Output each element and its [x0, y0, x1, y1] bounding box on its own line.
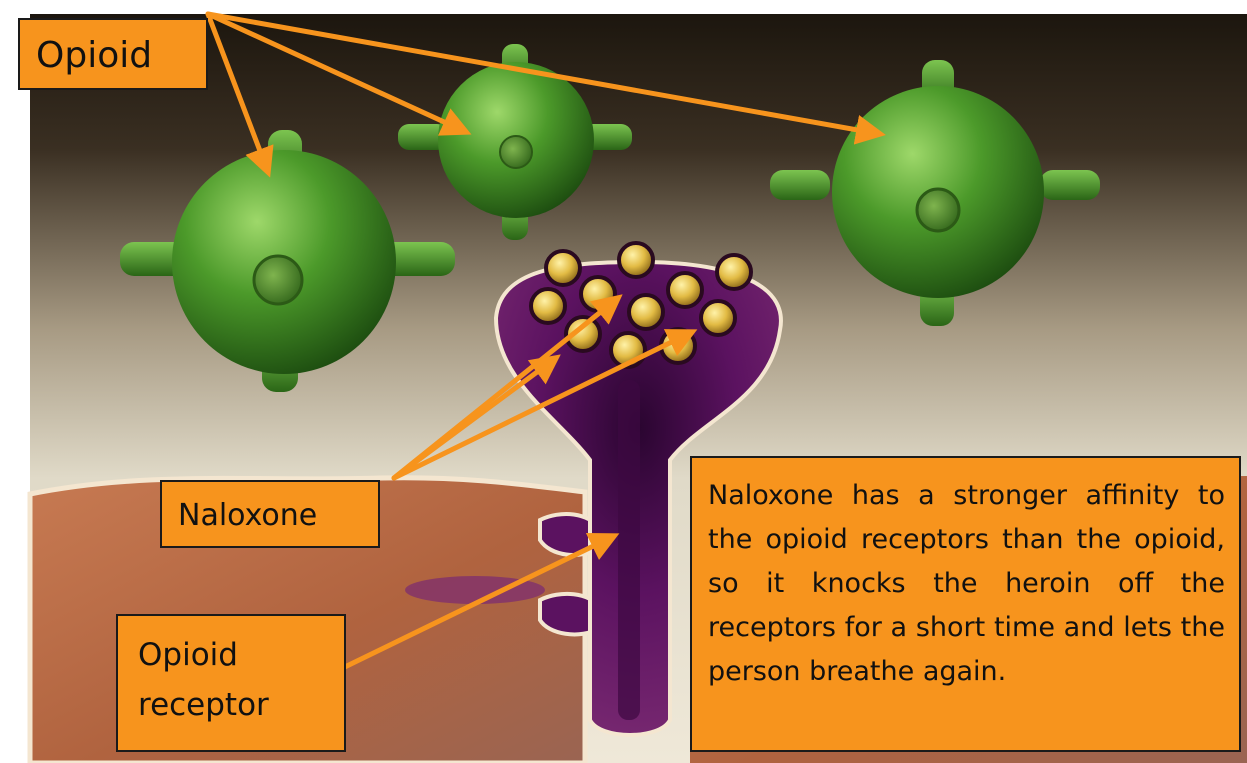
naloxone-particle: [701, 301, 735, 335]
naloxone-label: Naloxone: [160, 480, 380, 548]
naloxone-particle: [546, 251, 580, 285]
explanation-text: Naloxone has a stronger affinity to the …: [690, 456, 1241, 752]
naloxone-particle: [717, 255, 751, 289]
opioid-label: Opioid: [18, 18, 208, 90]
naloxone-particle: [629, 295, 663, 329]
naloxone-particle: [668, 273, 702, 307]
naloxone-particle: [619, 243, 653, 277]
opioid-receptor-label: Opioid receptor: [116, 614, 346, 752]
naloxone-particle: [531, 289, 565, 323]
